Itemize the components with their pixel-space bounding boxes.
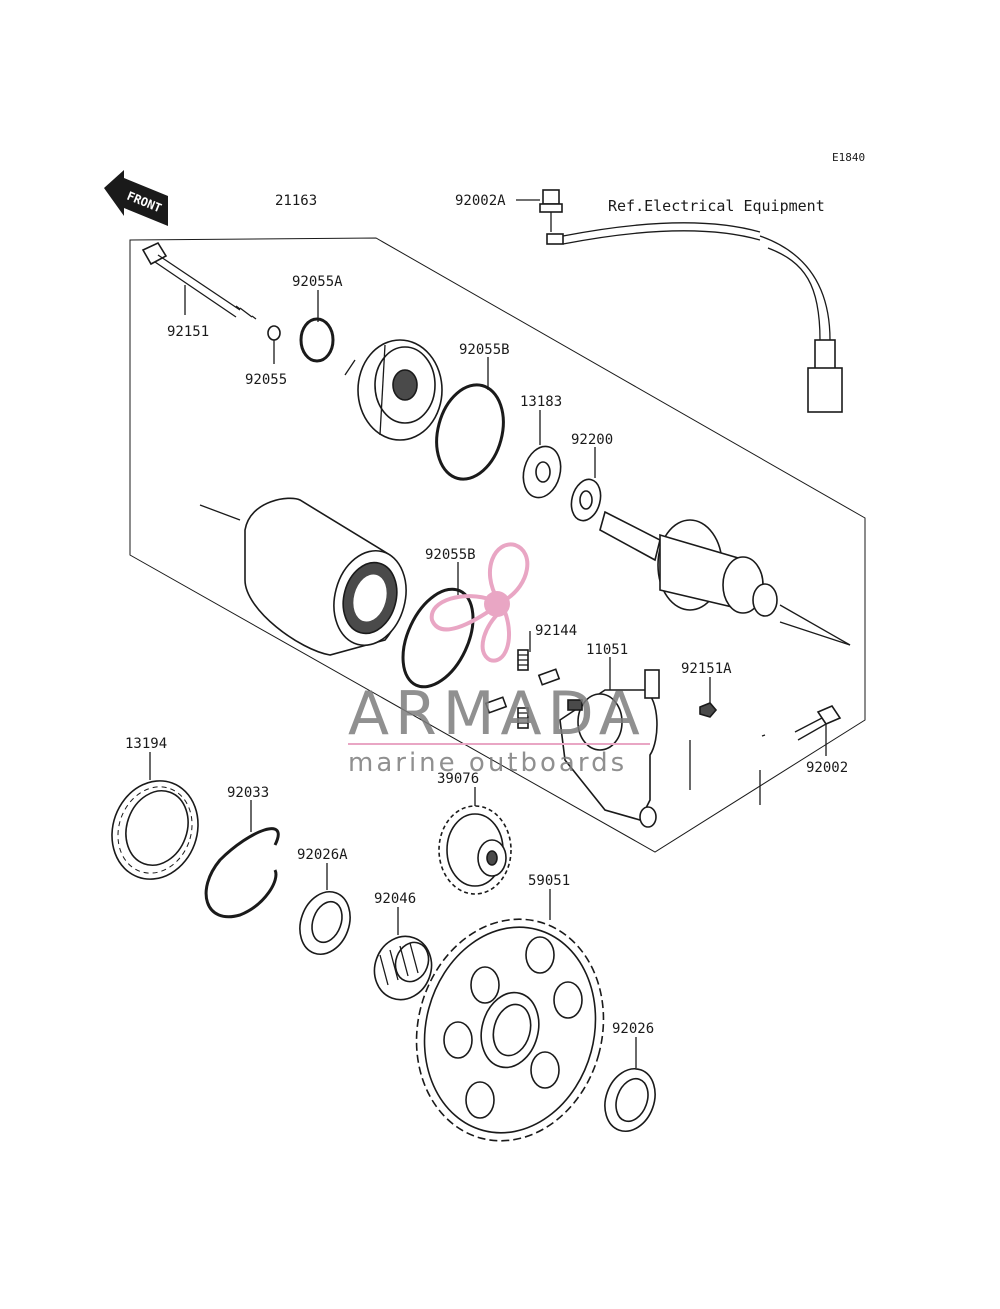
- part-label-92055B-mid: 92055B: [425, 547, 476, 563]
- rear-cover: [344, 339, 443, 441]
- propeller-logo-icon: [429, 542, 530, 663]
- watermark-title: ARMADA: [348, 679, 646, 749]
- plate-13183: [522, 445, 562, 499]
- part-label-92055: 92055: [245, 372, 287, 388]
- front-direction-arrow: FRONT: [104, 170, 168, 226]
- washer-92026: [604, 1068, 656, 1132]
- yoke-housing: [244, 497, 407, 656]
- circlip-92033: [204, 827, 280, 919]
- watermark-subtitle: marine outboards: [348, 748, 627, 778]
- bolt-92002: [794, 705, 842, 741]
- starter-gear-59051: [415, 918, 605, 1142]
- needle-bearing-92046: [373, 935, 433, 1001]
- part-label-92002A: 92002A: [455, 193, 506, 209]
- o-ring-92055: [267, 325, 281, 341]
- o-ring-92055A: [299, 317, 335, 363]
- part-label-13194: 13194: [125, 736, 167, 752]
- part-label-92033: 92033: [227, 785, 269, 801]
- idler-gear-39076: [438, 805, 512, 895]
- springs-92144: [484, 649, 561, 729]
- o-ring-92055B-top: [435, 383, 505, 481]
- part-label-92026A: 92026A: [297, 847, 348, 863]
- armature: [199, 504, 851, 646]
- part-label-21163: 21163: [275, 193, 317, 209]
- reference-note: Ref.Electrical Equipment: [608, 197, 825, 215]
- part-label-92046: 92046: [374, 891, 416, 907]
- bolt-92002A-and-cable: [539, 189, 843, 413]
- washer-92026A: [299, 891, 351, 955]
- front-cover-11051: [559, 669, 660, 828]
- part-label-92002: 92002: [806, 760, 848, 776]
- through-bolt-92151: [141, 241, 257, 320]
- part-label-92151: 92151: [167, 324, 209, 340]
- part-label-92151A: 92151A: [681, 661, 732, 677]
- part-label-92144: 92144: [535, 623, 577, 639]
- diagram-code: E1840: [832, 151, 865, 164]
- part-label-92026: 92026: [612, 1021, 654, 1037]
- part-label-92055B-top: 92055B: [459, 342, 510, 358]
- washer-92200: [570, 478, 602, 522]
- assembly-outline: [129, 237, 866, 853]
- nut-92151A: [699, 702, 718, 718]
- o-ring-92055B-mid: [401, 587, 475, 689]
- part-label-92055A: 92055A: [292, 274, 343, 290]
- part-label-92200: 92200: [571, 432, 613, 448]
- part-label-11051: 11051: [586, 642, 628, 658]
- leader-lines: [149, 199, 827, 1068]
- part-label-13183: 13183: [520, 394, 562, 410]
- watermark: ARMADA marine outboards: [348, 542, 650, 778]
- part-label-39076: 39076: [437, 771, 479, 787]
- starter-clutch-13194: [111, 780, 199, 880]
- part-label-59051: 59051: [528, 873, 570, 889]
